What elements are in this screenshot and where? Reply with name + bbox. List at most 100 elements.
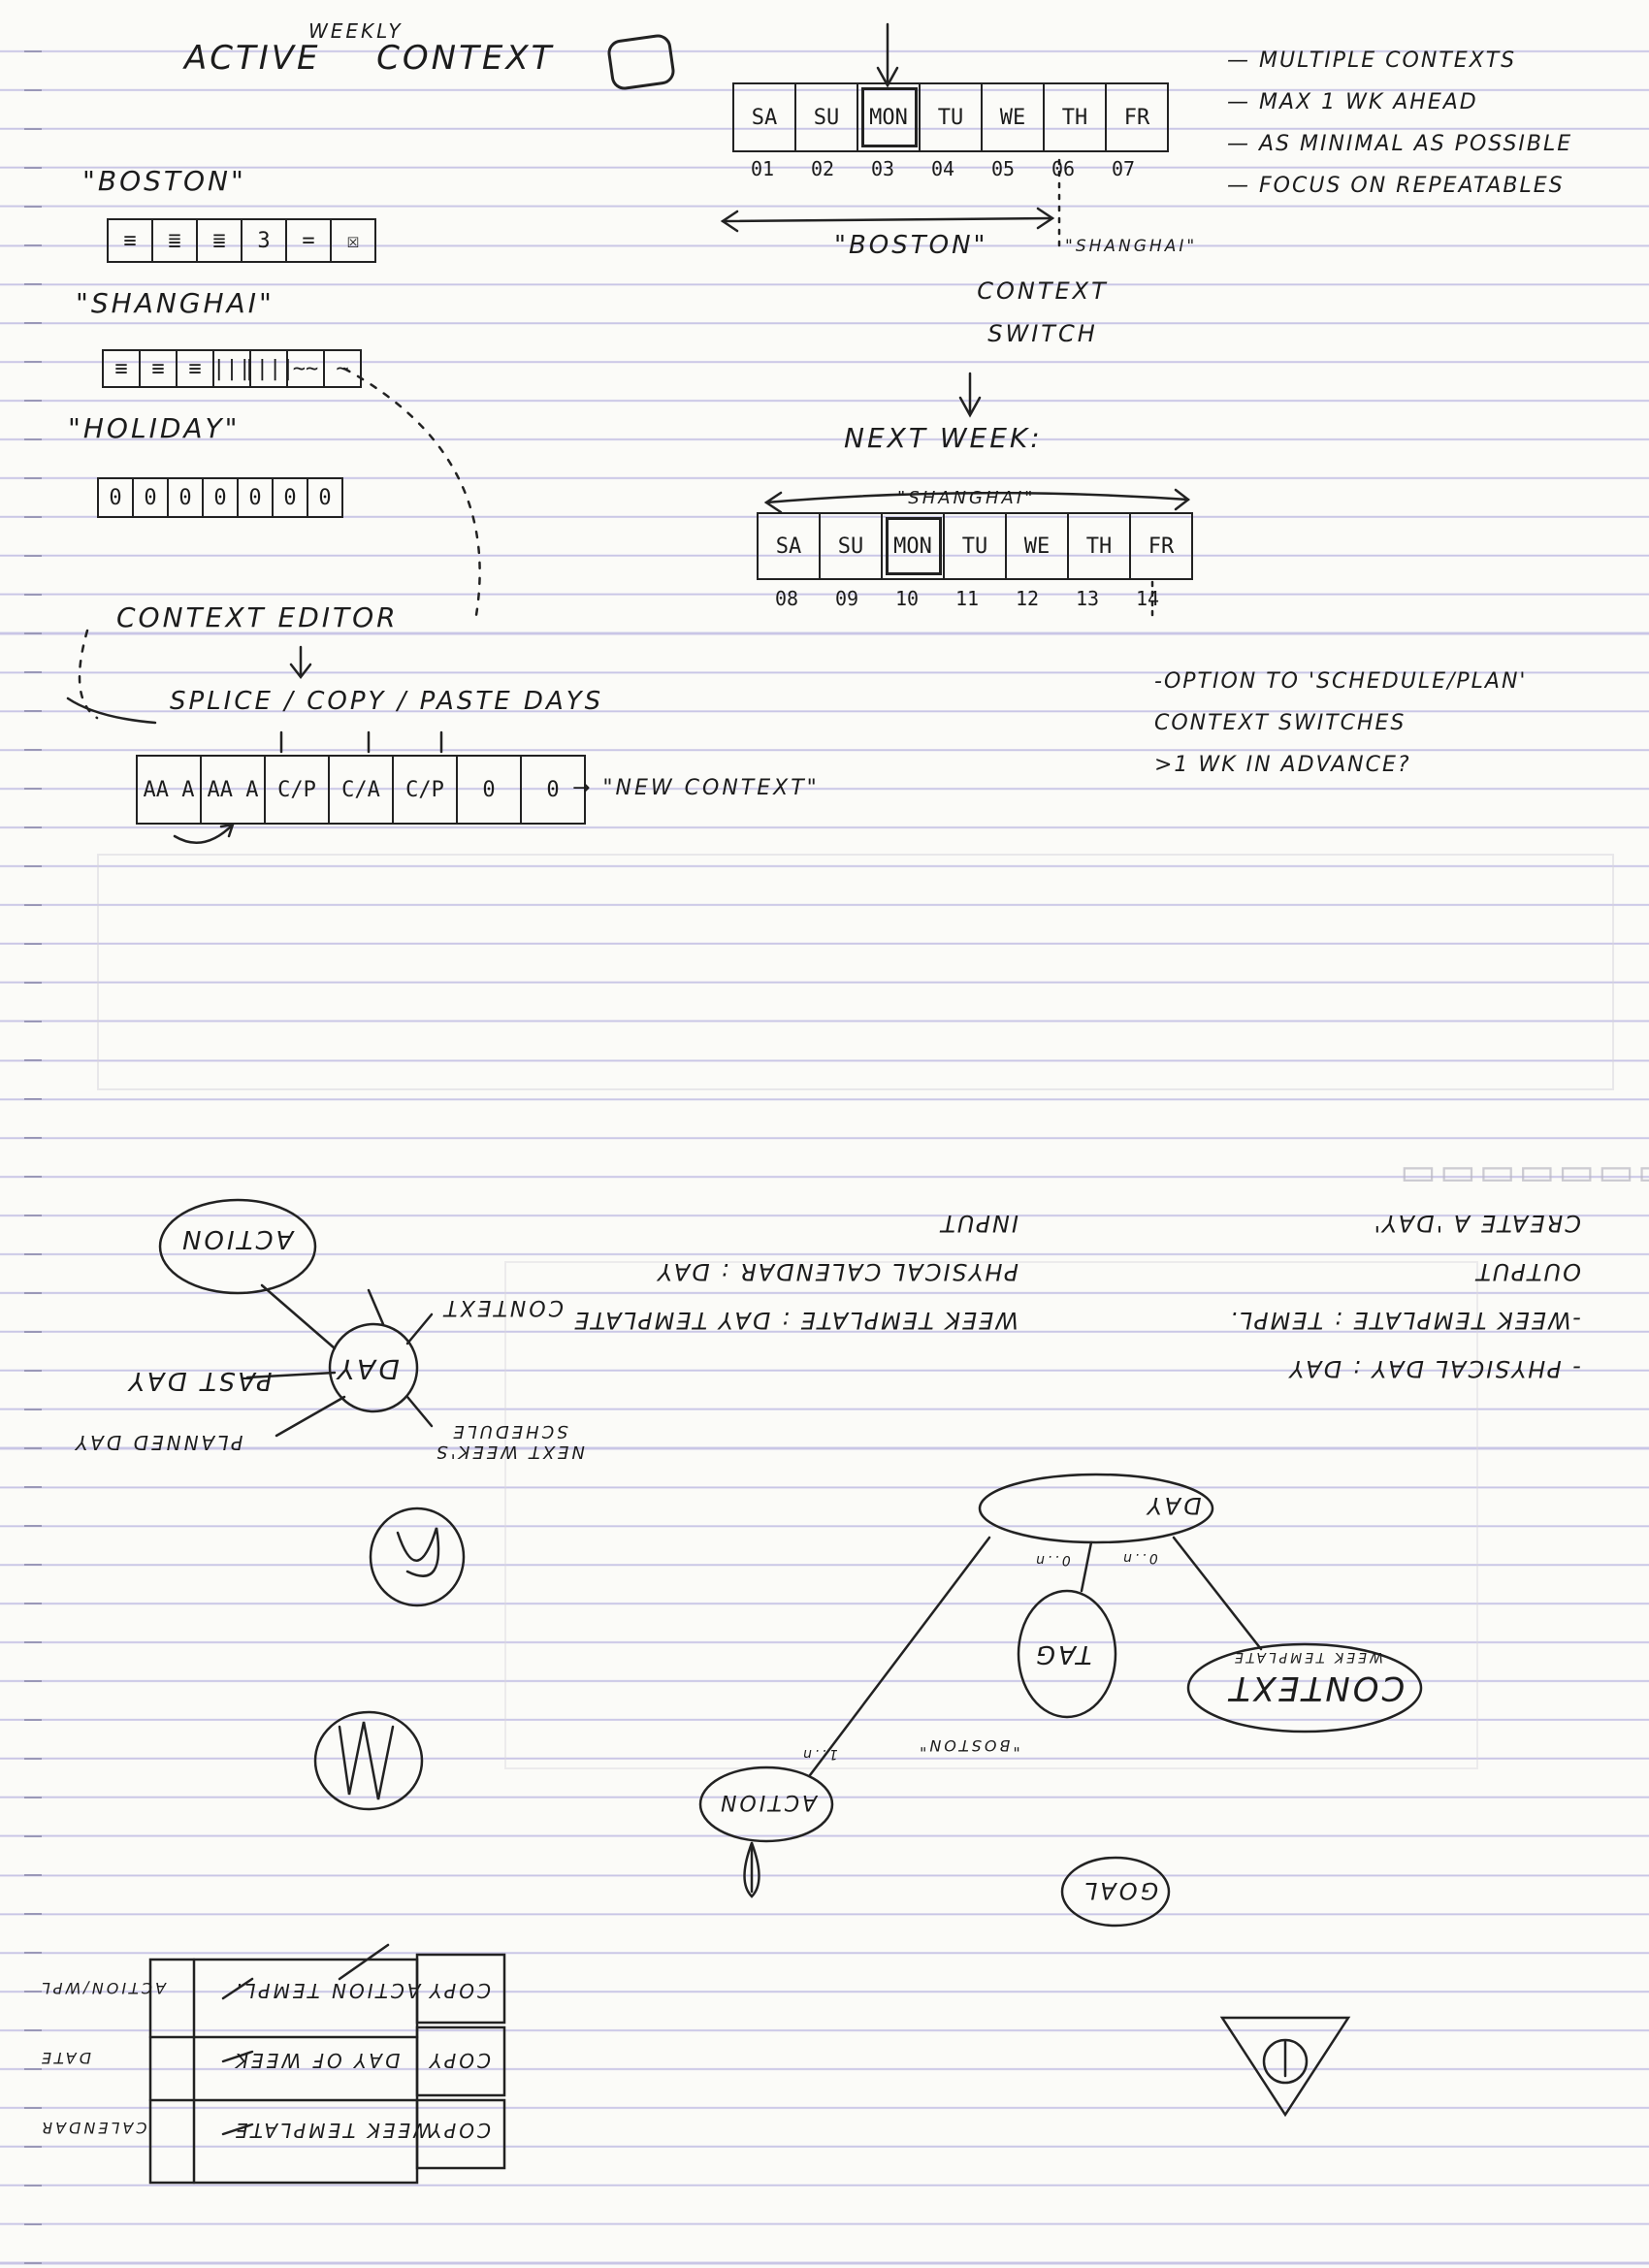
date-label: 12 bbox=[1015, 587, 1040, 610]
margin-tick bbox=[24, 128, 42, 130]
strip-cell: ≡ bbox=[109, 220, 153, 261]
margin-tick bbox=[24, 1874, 42, 1876]
margin-tick bbox=[24, 1486, 42, 1488]
strip-cell: AA A bbox=[202, 757, 266, 823]
margin-tick bbox=[24, 2107, 42, 2109]
strip-cell: 0 bbox=[546, 777, 560, 802]
note-line: CREATE A 'DAY' bbox=[1372, 1210, 1581, 1237]
strip-cell: TH bbox=[1045, 84, 1107, 150]
table-label: WEEK TEMPLATE bbox=[233, 2119, 433, 2142]
strip-cell: MON bbox=[858, 84, 921, 150]
margin-tick bbox=[24, 2185, 42, 2187]
graph-node-action: ACTION bbox=[718, 1790, 818, 1814]
strip-cell: TU bbox=[945, 514, 1007, 578]
note-line: -WEEK TEMPLATE : TEMPL. bbox=[1228, 1307, 1581, 1334]
date-label: 14 bbox=[1135, 587, 1160, 610]
date-label: 10 bbox=[894, 587, 920, 610]
date-label: 11 bbox=[954, 587, 980, 610]
margin-tick bbox=[24, 1370, 42, 1372]
context-name-holiday: "HOLIDAY" bbox=[68, 412, 241, 444]
note-line: — MAX 1 WK AHEAD bbox=[1227, 90, 1478, 114]
strip-cell: FR bbox=[1148, 534, 1175, 559]
note-line: >1 WK IN ADVANCE? bbox=[1154, 753, 1411, 777]
note-line: — AS MINIMAL AS POSSIBLE bbox=[1227, 132, 1573, 156]
strip-cell: ≡ bbox=[104, 351, 141, 386]
strip-cell: SU bbox=[821, 514, 883, 578]
strip-cell: 0 bbox=[204, 479, 239, 516]
strip-cell: AA A bbox=[138, 757, 202, 823]
margin-tick bbox=[24, 1447, 42, 1449]
date-label: 08 bbox=[774, 587, 799, 610]
margin-tick bbox=[24, 1719, 42, 1721]
cluster-next-week-schedule: NEXT WEEK'S SCHEDULE bbox=[434, 1421, 585, 1462]
margin-tick bbox=[24, 1952, 42, 1954]
note-line: - PHYSICAL DAY : DAY bbox=[1287, 1355, 1581, 1382]
note-line: -OPTION TO 'SCHEDULE/PLAN' bbox=[1154, 669, 1528, 694]
strip-cell: ~~ bbox=[288, 351, 325, 386]
margin-tick bbox=[24, 89, 42, 91]
strip-cell: SA bbox=[734, 84, 796, 150]
context-strip-boston: ≡≣≣3=☒ bbox=[107, 218, 376, 263]
margin-tick bbox=[24, 865, 42, 867]
bleed-through-2 bbox=[504, 1261, 1478, 1769]
margin-tick bbox=[24, 788, 42, 790]
date-label: 13 bbox=[1075, 587, 1100, 610]
margin-tick bbox=[24, 1603, 42, 1604]
context-editor-title: CONTEXT EDITOR bbox=[116, 601, 399, 633]
margin-tick bbox=[24, 2223, 42, 2225]
strip-cell: MON bbox=[883, 514, 945, 578]
title-word-context: CONTEXT bbox=[376, 39, 555, 78]
context-name-boston: "BOSTON" bbox=[82, 165, 246, 197]
strip-cell: 0 bbox=[99, 479, 134, 516]
cluster-past-day: PAST DAY bbox=[126, 1366, 273, 1395]
strip-cell: WE bbox=[983, 84, 1045, 150]
strip-cell: 0 bbox=[134, 479, 169, 516]
strip-cell: ≡ bbox=[178, 351, 214, 386]
cluster-context: CONTEXT bbox=[441, 1295, 564, 1319]
margin-tick bbox=[24, 1137, 42, 1139]
margin-tick bbox=[24, 438, 42, 440]
context-switch-label: CONTEXT SWITCH bbox=[977, 277, 1109, 347]
bleed-through bbox=[97, 854, 1614, 1090]
title-insert-weekly: WEEKLY bbox=[308, 19, 404, 43]
date-label: 03 bbox=[870, 157, 895, 180]
option-note: -OPTION TO 'SCHEDULE/PLAN'CONTEXT SWITCH… bbox=[1154, 669, 1527, 794]
strip-cell: 0 bbox=[169, 479, 204, 516]
strip-cell: ~ bbox=[336, 356, 349, 381]
margin-tick bbox=[24, 1331, 42, 1333]
graph-edge-label-3: 1..n bbox=[800, 1746, 838, 1762]
strip-cell: TH bbox=[1069, 514, 1131, 578]
table-label: ACTION TEMPL. bbox=[233, 1979, 421, 2002]
margin-tick bbox=[24, 2068, 42, 2070]
graph-node-day: DAY bbox=[1145, 1492, 1202, 1519]
strip-cell: C/A bbox=[330, 757, 394, 823]
strip-cell: ||| bbox=[212, 351, 251, 386]
margin-tick bbox=[24, 1991, 42, 1993]
week1-context-shanghai: "SHANGHAI" bbox=[1065, 237, 1198, 256]
margin-tick bbox=[24, 1525, 42, 1527]
margin-tick bbox=[24, 671, 42, 673]
strip-cell: FR bbox=[1123, 105, 1150, 130]
margin-tick bbox=[24, 1797, 42, 1798]
table-right: ACTION/WPL bbox=[39, 1979, 166, 1997]
note-line: INPUT bbox=[939, 1210, 1018, 1237]
title-word-active: ACTIVE bbox=[184, 39, 321, 78]
strip-cell: 0 bbox=[458, 757, 522, 823]
strip-cell: |||| bbox=[243, 351, 295, 386]
note-line: — MULTIPLE CONTEXTS bbox=[1227, 49, 1517, 73]
graph-node-tag: TAG bbox=[1033, 1639, 1092, 1669]
margin-tick bbox=[24, 516, 42, 518]
margin-tick bbox=[24, 206, 42, 208]
graph-edge-label-2: 0..n bbox=[1120, 1550, 1158, 1566]
margin-tick bbox=[24, 361, 42, 363]
strip-cell: WE bbox=[1007, 514, 1069, 578]
graph-node-context: CONTEXT bbox=[1227, 1669, 1406, 1707]
strip-cell: 3 bbox=[242, 220, 287, 261]
margin-tick bbox=[24, 826, 42, 828]
